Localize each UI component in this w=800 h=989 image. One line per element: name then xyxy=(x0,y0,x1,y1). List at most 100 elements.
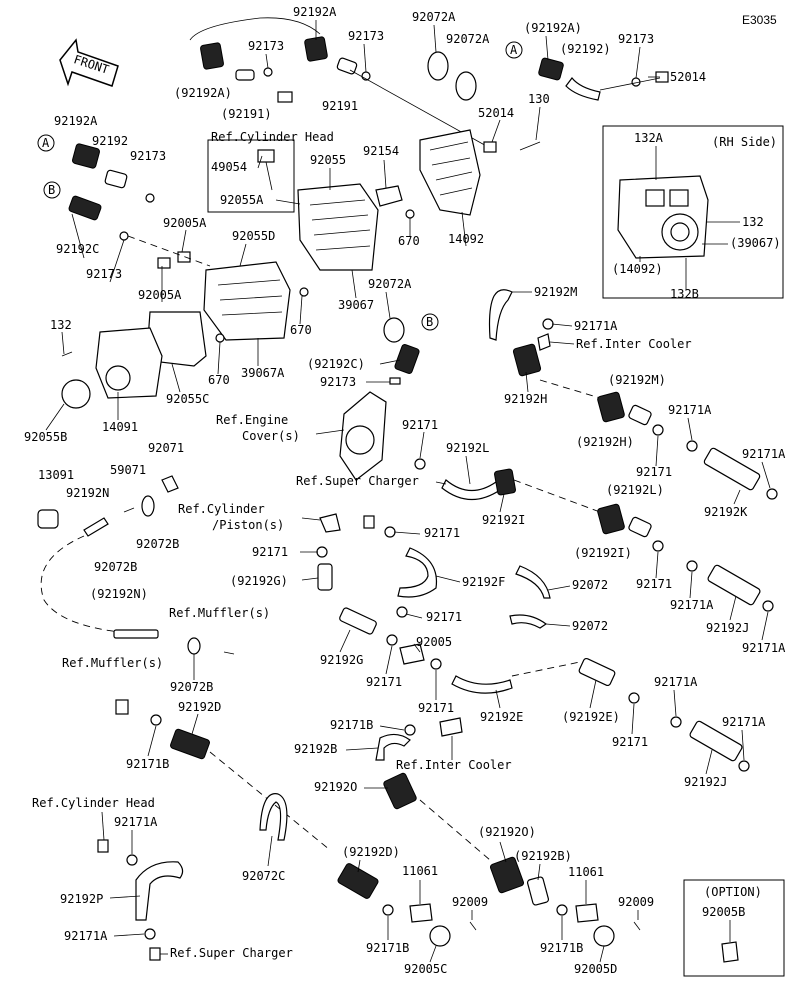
clip-92072B-c xyxy=(187,637,201,655)
marker-B-left-text: B xyxy=(48,183,55,197)
dash-line-left-b xyxy=(40,535,121,633)
fitting-cylinder-piston xyxy=(319,513,341,533)
label-132-rh: 132 xyxy=(742,215,764,229)
label-92171A-i: 92171A xyxy=(64,929,108,943)
label-92055B: 92055B xyxy=(24,430,67,444)
clamp-92171B-d xyxy=(556,904,568,916)
cap-92005D xyxy=(593,925,615,947)
label-92171-d: 92171 xyxy=(424,526,460,540)
callout-box-49054 xyxy=(207,139,295,213)
label-92192N: 92192N xyxy=(66,486,109,500)
clip-92072C xyxy=(259,793,288,841)
label-92071: 92071 xyxy=(148,441,184,455)
label-92171A-c: 92171A xyxy=(742,447,786,461)
label-92192J-b: 92192J xyxy=(684,775,727,789)
housing-39067A-ribs xyxy=(217,279,283,316)
dash-line-right-b xyxy=(513,479,601,513)
label-92173-a: 92173 xyxy=(248,39,284,53)
label-ref-cyl-head-b: Ref.Cylinder Head xyxy=(32,796,155,810)
clamp-92171-e xyxy=(316,546,328,558)
hose-92192L xyxy=(441,479,501,501)
label-92171-h: 92171 xyxy=(418,701,454,715)
hose-92192J-b xyxy=(689,720,743,762)
hose-line-top xyxy=(189,17,321,41)
dash-line-left-a xyxy=(127,235,211,267)
housing-39067A xyxy=(203,261,291,341)
label-92192F: 92192F xyxy=(462,575,505,589)
bolt-92009-a xyxy=(469,921,477,931)
hose-92192P xyxy=(135,861,184,921)
label-11061-b: 11061 xyxy=(568,865,604,879)
label-p92192M: (92192M) xyxy=(608,373,666,387)
hose-92192-right xyxy=(565,77,601,101)
clamp-92171B-c xyxy=(382,904,394,916)
spring-p92192O xyxy=(489,856,525,894)
dash-line-right-c xyxy=(511,661,581,677)
marker-A-left xyxy=(37,134,55,152)
label-92009-b: 92009 xyxy=(618,895,654,909)
label-92005C: 92005C xyxy=(404,962,447,976)
clamp-92171B-a xyxy=(404,724,416,736)
rh-side-cell-a xyxy=(645,189,665,207)
marker-B-left xyxy=(43,181,61,199)
bolt-130 xyxy=(519,141,541,151)
valve-92154 xyxy=(375,185,403,207)
clamp-92171-h xyxy=(430,658,442,670)
label-92192C: 92192C xyxy=(56,242,99,256)
hose-92191-small xyxy=(235,69,255,81)
label-92171B-c: 92171B xyxy=(366,941,409,955)
label-92072B-b: 92072B xyxy=(94,560,137,574)
hose-92192K xyxy=(703,447,761,491)
sensor-49054-probe xyxy=(265,161,273,191)
label-ref-engine-cover: Ref.Engine xyxy=(216,413,288,427)
hose-p92192E xyxy=(578,657,616,687)
label-92171B-a: 92171B xyxy=(330,718,373,732)
option-box xyxy=(683,879,785,977)
marker-A-left-text: A xyxy=(42,136,50,150)
label-92005A-a: 92005A xyxy=(163,216,207,230)
clamp-92171A-e xyxy=(762,600,774,612)
label-92171A-f: 92171A xyxy=(654,675,698,689)
rh-side-port-inner xyxy=(670,222,690,242)
label-92171A-h: 92171A xyxy=(114,815,158,829)
hose-92192E xyxy=(451,675,513,694)
label-p92192A-left: (92192A) xyxy=(174,86,232,100)
clip-92072-b xyxy=(509,614,548,629)
clamp-92171A-b xyxy=(686,440,698,452)
spring-92192A-top xyxy=(304,36,328,62)
label-92171-f: 92171 xyxy=(426,610,462,624)
label-92192H: 92192H xyxy=(504,392,547,406)
option-label: (OPTION) xyxy=(704,885,762,899)
label-92192P: 92192P xyxy=(60,892,103,906)
label-92154: 92154 xyxy=(363,144,399,158)
hose-p92192B xyxy=(526,876,550,906)
label-p92192: (92192) xyxy=(560,42,611,56)
label-14092: 14092 xyxy=(448,232,484,246)
label-ref-cyl-piston: Ref.Cylinder xyxy=(178,502,265,516)
label-92009-a: 92009 xyxy=(452,895,488,909)
label-92173-e: 92173 xyxy=(86,267,122,281)
o-ring-670-b xyxy=(299,287,309,297)
label-p92192L: (92192L) xyxy=(606,483,664,497)
spring-92192H xyxy=(512,343,542,377)
label-132: 132 xyxy=(50,318,72,332)
label-p92192A-top: (92192A) xyxy=(524,21,582,35)
spring-92192I xyxy=(494,468,516,496)
fitting-ref-super-charger-b xyxy=(149,947,161,961)
hose-p92192G xyxy=(317,563,333,591)
part-labels: 92192A 92072A (92192A) 92173 92173 92072… xyxy=(24,5,786,976)
label-92072B-c: 92072B xyxy=(170,680,213,694)
hose-p92192N xyxy=(113,629,159,639)
label-11061-a: 11061 xyxy=(402,864,438,878)
label-92171B-d: 92171B xyxy=(540,941,583,955)
spring-92192A-right xyxy=(538,57,564,81)
bolt-92009-b xyxy=(633,921,641,931)
label-52014-b: 52014 xyxy=(478,106,514,120)
plate-14091 xyxy=(95,327,163,399)
clip-92072A-a xyxy=(427,51,449,81)
clamp-92173-f xyxy=(389,377,401,385)
label-92173-d: 92173 xyxy=(130,149,166,163)
label-670-c: 670 xyxy=(208,373,230,387)
label-92171-g: 92171 xyxy=(366,675,402,689)
clamp-92171A-i xyxy=(144,928,156,940)
